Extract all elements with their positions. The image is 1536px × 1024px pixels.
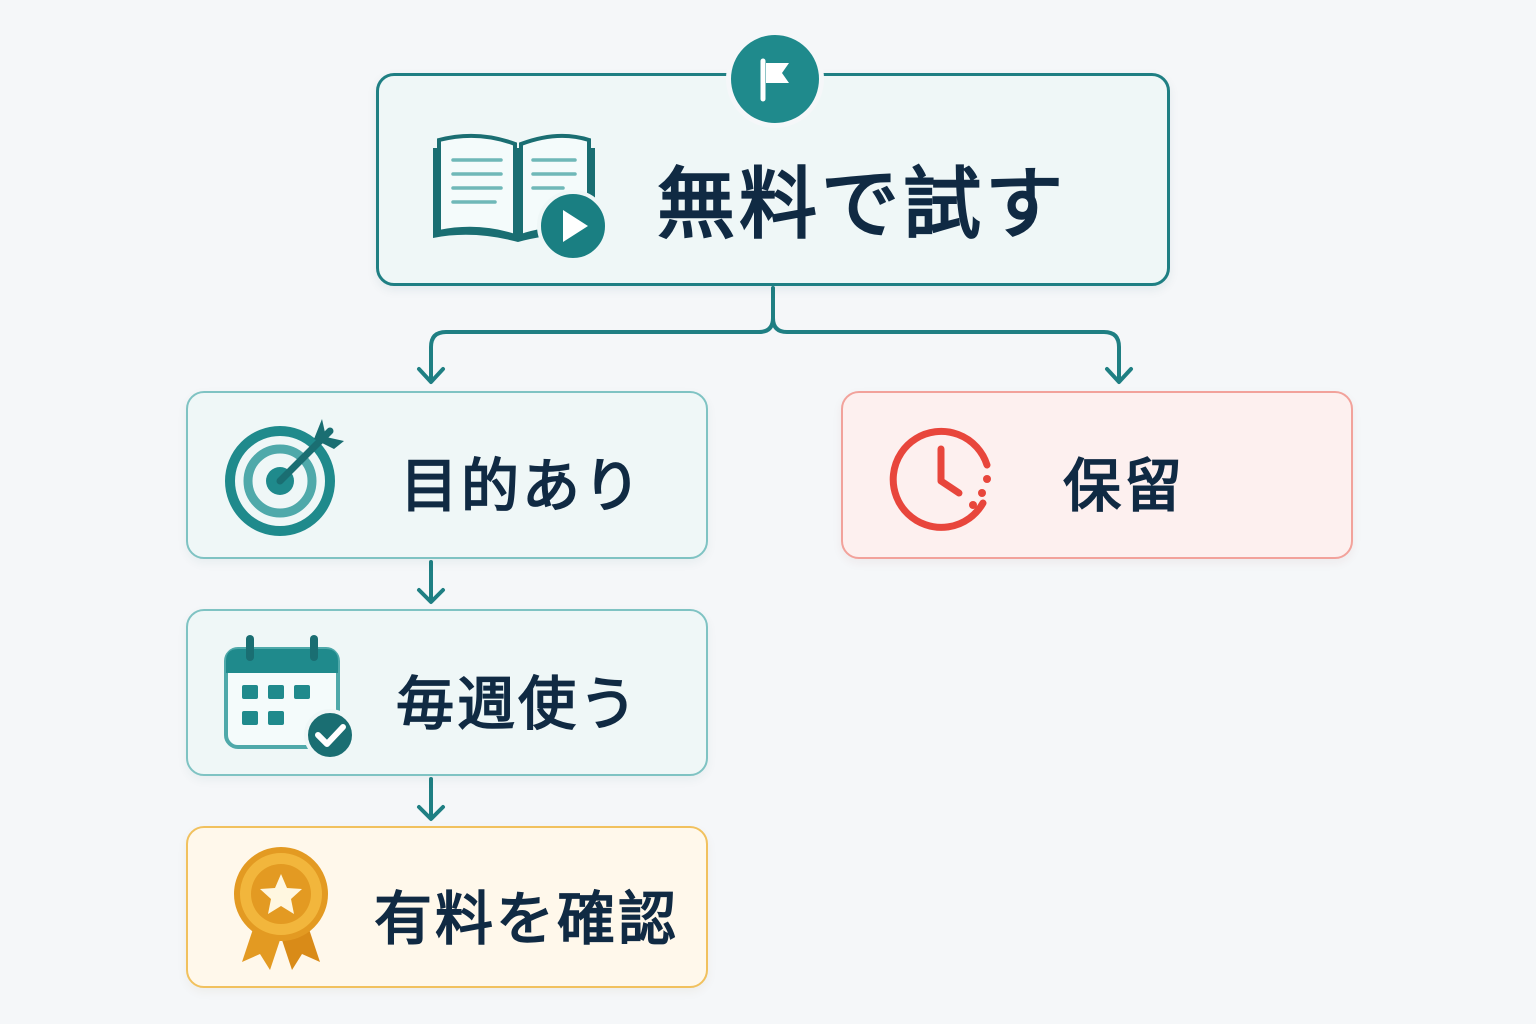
target-arrow-icon	[225, 419, 344, 536]
node-label: 毎週使う	[396, 670, 641, 738]
arrowhead-weekly	[417, 588, 445, 604]
arrowhead-paid	[417, 805, 445, 821]
flag-icon	[726, 30, 824, 128]
node-purpose: 目的あり	[186, 391, 708, 559]
node-label: 目的あり	[400, 452, 645, 520]
arrowhead-right	[1105, 367, 1133, 384]
medal-star-icon	[234, 847, 328, 970]
clock-icon	[889, 427, 991, 531]
node-hold: 保留	[841, 391, 1353, 559]
arrowhead-left	[417, 367, 445, 384]
node-label: 無料で試す	[657, 160, 1068, 250]
node-label: 保留	[1063, 452, 1186, 520]
node-weekly-use: 毎週使う	[186, 609, 708, 776]
node-start-free-trial: 無料で試す	[376, 30, 1170, 286]
connector-start-right	[771, 316, 1121, 382]
node-label: 有料を確認	[374, 885, 680, 953]
node-check-paid: 有料を確認	[186, 826, 708, 988]
book-play-icon	[433, 133, 609, 260]
connector-start-split	[429, 286, 775, 382]
calendar-check-icon	[224, 635, 352, 761]
